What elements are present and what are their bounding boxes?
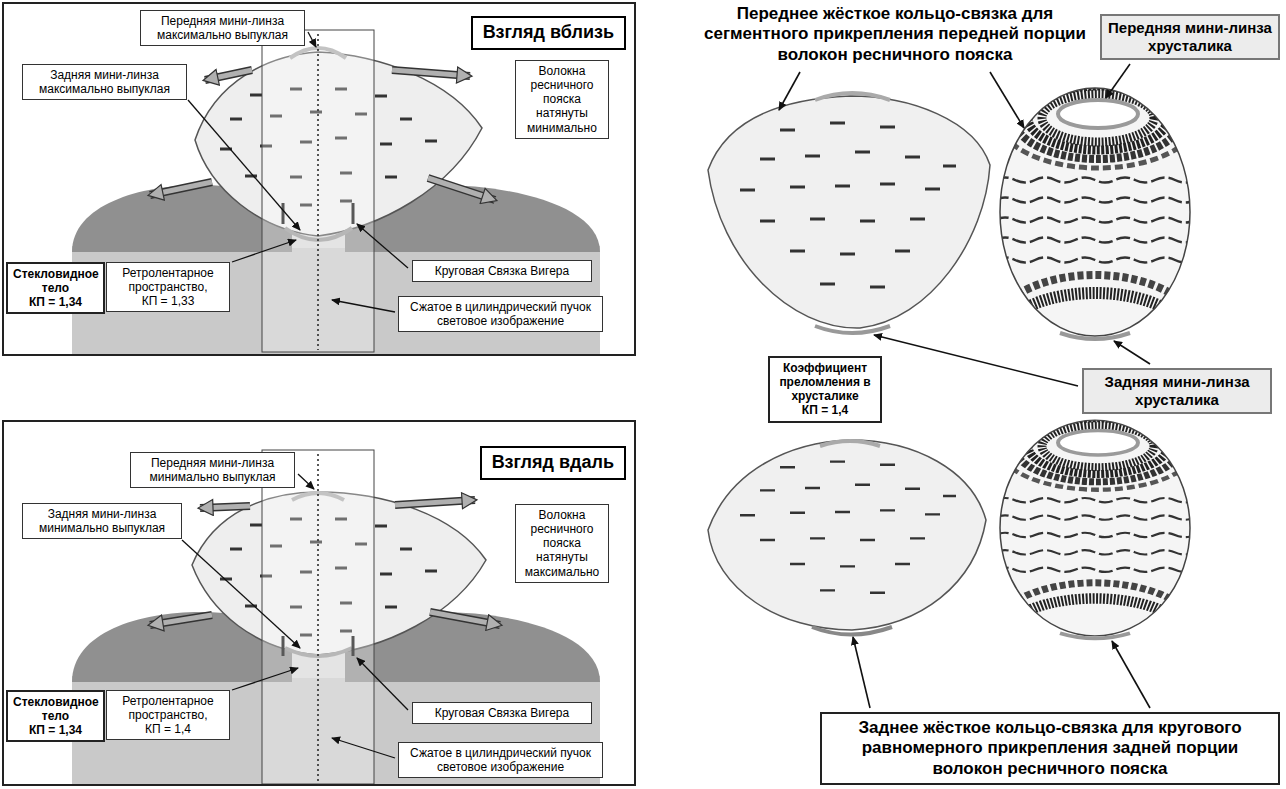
zonule-arrow [428, 178, 495, 200]
box-text: КП = 1,33 [112, 294, 224, 308]
zonule-arrow [200, 506, 250, 508]
zonule-arrow [430, 612, 500, 625]
lens-3d-view [990, 68, 1200, 395]
callout-box: Сжатое в цилиндрический пучок световое и… [398, 296, 603, 332]
box-text: Стекловидное тело [13, 267, 98, 295]
box-text: Ретролентарное пространство, [112, 266, 224, 294]
callout-box: Волокна ресничного пояска натянуты миним… [515, 60, 609, 139]
info-box: Коэффициент преломления в хрусталикеКП =… [768, 356, 882, 423]
callout-box: Передняя мини-линза минимально выпуклая [130, 452, 295, 488]
posterior-ring [812, 627, 892, 635]
callout-box: Круговая Связка Вигера [412, 260, 592, 282]
callout-box: Задняя мини-линза минимально выпуклая [22, 503, 182, 539]
zonule-arrow [150, 182, 212, 195]
box-text: Передняя мини-линза минимально выпуклая [136, 456, 289, 484]
lens-fibers [740, 123, 956, 287]
box-text: Круговая Связка Вигера [418, 264, 586, 278]
zonule-arrow [200, 506, 250, 508]
panel-title: Взгляд вблизь [471, 16, 626, 50]
part-label-box: Задняя мини-линза хрусталика [1082, 368, 1272, 414]
box-text: Задняя мини-линза минимально выпуклая [28, 507, 176, 535]
zonule-arrow [205, 70, 252, 80]
callout-box: Волокна ресничного пояска натянуты макси… [515, 504, 609, 583]
box-text: Передняя мини-линза максимально выпуклая [146, 14, 299, 42]
callout-box: Ретролентарное пространство,КП = 1,33 [106, 262, 230, 312]
callout-box: Сжатое в цилиндрический пучок световое и… [398, 742, 603, 778]
callout-box: Стекловидное телоКП = 1,34 [6, 262, 105, 314]
box-text: КП = 1,4 [112, 722, 224, 736]
zonule-arrow [392, 70, 470, 76]
callout-box: Задняя мини-линза максимально выпуклая [22, 64, 187, 100]
far-view-eye [72, 450, 600, 784]
box-text: КП = 1,34 [13, 295, 98, 309]
box-text: Стекловидное тело [13, 695, 98, 723]
zonule-arrow [395, 500, 475, 505]
anterior-mini-lens [820, 441, 880, 446]
zonule-arrow [430, 612, 500, 625]
box-text: Задняя мини-линза хрусталика [1089, 373, 1265, 409]
box-text: Волокна ресничного пояска натянуты миним… [521, 64, 603, 135]
box-text: Сжатое в цилиндрический пучок световое и… [404, 746, 597, 774]
light-cylinder [262, 450, 374, 784]
view-panel: Взгляд вдаль Передняя мини-линза минималь… [2, 420, 636, 786]
view-panel: Взгляд вблизь Передняя мини-линза максима… [2, 2, 636, 356]
part-label-box: Заднее жёсткое кольцо-связка для кругово… [820, 712, 1280, 785]
box-text: Задняя мини-линза максимально выпуклая [28, 68, 181, 96]
panel-title: Взгляд вдаль [480, 446, 626, 480]
box-text: Заднее жёсткое кольцо-связка для кругово… [830, 718, 1270, 779]
callout-box: Круговая Связка Вигера [412, 702, 592, 724]
posterior-mini-lens [815, 326, 890, 333]
box-text: КП = 1,4 [775, 403, 875, 417]
annotation: Переднее жёсткое кольцо-связка для сегме… [695, 4, 1095, 65]
box-text: Ретролентарное пространство, [112, 694, 224, 722]
callout-box: Передняя мини-линза максимально выпуклая [140, 10, 305, 46]
box-text: Передняя мини-линза хрусталика [1107, 19, 1273, 55]
lens-fibers [740, 462, 956, 593]
zonule-arrow [395, 500, 475, 505]
anterior-mini-lens [815, 93, 890, 100]
zonule-arrow [150, 182, 212, 195]
part-label-box: Передняя мини-линза хрусталика [1100, 14, 1280, 60]
light-cylinder [262, 30, 374, 352]
lens-3d-view [990, 403, 1200, 687]
lens-side-view [708, 440, 986, 630]
lens-side-view [708, 96, 990, 328]
zonule-arrow [150, 615, 212, 625]
box-text: Круговая Связка Вигера [418, 706, 586, 720]
box-text: Коэффициент преломления в хрусталике [775, 361, 875, 403]
box-text: Сжатое в цилиндрический пучок световое и… [404, 300, 597, 328]
optical-axis [317, 454, 319, 782]
box-text: КП = 1,34 [13, 723, 98, 737]
zonule-arrow [150, 615, 212, 625]
zonule-arrow [428, 178, 495, 200]
callout-box: Стекловидное телоКП = 1,34 [6, 690, 105, 742]
zonule-arrow [205, 70, 252, 80]
optical-axis [317, 34, 319, 350]
zonule-arrow [392, 70, 470, 76]
callout-box: Ретролентарное пространство,КП = 1,4 [106, 690, 230, 740]
box-text: Волокна ресничного пояска натянуты макси… [521, 508, 603, 579]
